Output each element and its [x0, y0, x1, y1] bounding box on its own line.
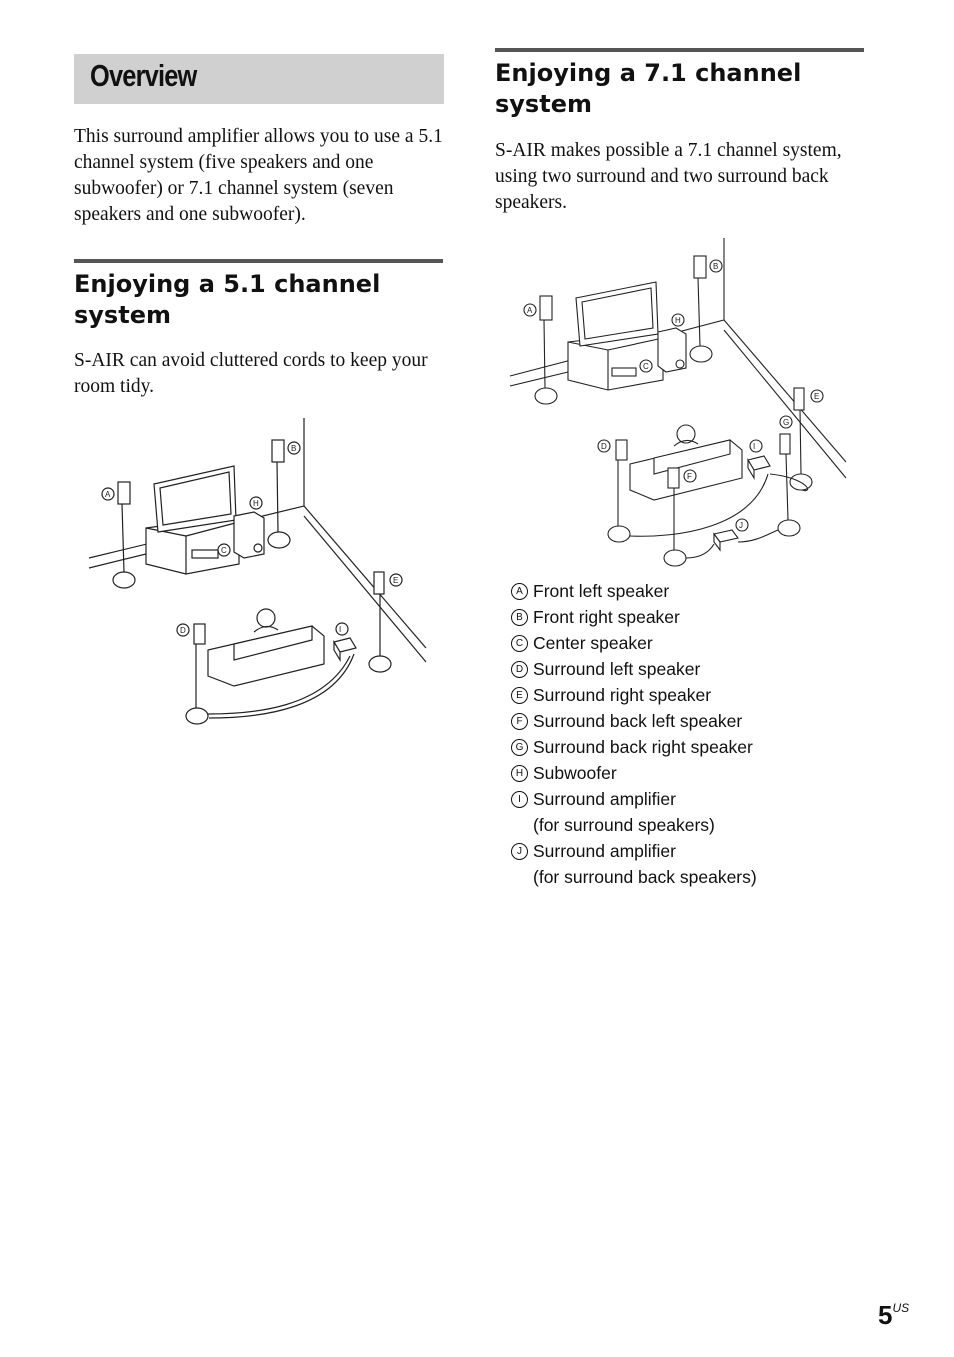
svg-text:C: C — [221, 546, 227, 555]
legend-item-j: J Surround amplifier (for surround back … — [511, 838, 831, 890]
speaker-b: B — [267, 439, 301, 549]
legend-mark: E — [511, 687, 528, 704]
speaker-a: A — [523, 295, 558, 405]
legend-label: Surround left speaker — [533, 659, 701, 679]
overview-header-box — [74, 54, 444, 104]
amplifier-i: I — [207, 622, 357, 719]
section-51-heading: Enjoying a 5.1 channel system — [74, 270, 381, 329]
legend-mark: C — [511, 635, 528, 652]
diagram-7-1-channel: A B C H E G D F I — [509, 238, 847, 567]
legend-mark: J — [511, 843, 528, 860]
legend-mark: I — [511, 791, 528, 808]
legend-label: Surround back left speaker — [533, 711, 743, 731]
legend-item-h: H Subwoofer — [511, 760, 831, 786]
svg-text:E: E — [393, 576, 398, 585]
svg-text:G: G — [783, 418, 789, 427]
amplifier-j: J — [685, 518, 779, 559]
svg-text:H: H — [253, 499, 259, 508]
speaker-g: G — [777, 415, 801, 537]
legend-mark: H — [511, 765, 528, 782]
sofa-with-person — [207, 608, 325, 687]
legend-item-i: I Surround amplifier (for surround speak… — [511, 786, 831, 838]
tv-and-stand — [567, 281, 664, 391]
section-71-text: S-AIR makes possible a 7.1 channel syste… — [495, 140, 842, 213]
legend-item-g: G Surround back right speaker — [511, 734, 831, 760]
svg-text:I: I — [339, 625, 341, 634]
legend-item-c: C Center speaker — [511, 630, 831, 656]
section-71-heading: Enjoying a 7.1 channel system — [495, 59, 802, 118]
svg-text:B: B — [713, 262, 718, 271]
legend-label: Front right speaker — [533, 607, 680, 627]
subwoofer-h — [657, 327, 687, 373]
speaker-e: E — [368, 571, 403, 673]
svg-text:F: F — [687, 472, 692, 481]
legend-item-e: E Surround right speaker — [511, 682, 831, 708]
sofa-with-person — [629, 424, 743, 501]
svg-text:I: I — [753, 442, 755, 451]
legend-label: Front left speaker — [533, 581, 670, 601]
speaker-f: F — [663, 467, 697, 567]
svg-text:E: E — [814, 392, 819, 401]
svg-text:A: A — [105, 490, 111, 499]
legend-label: Surround right speaker — [533, 685, 712, 705]
legend-label: Surround amplifier (for surround speaker… — [533, 789, 715, 835]
marker-c — [217, 543, 231, 557]
wall-floor-edge-lower — [88, 553, 147, 569]
legend-mark: D — [511, 661, 528, 678]
section-51-text: S-AIR can avoid cluttered cords to keep … — [74, 350, 428, 397]
tv-and-stand — [145, 465, 240, 575]
legend-label: Subwoofer — [533, 763, 617, 783]
wall-floor-edge-right — [303, 515, 427, 663]
overview-text: This surround amplifier allows you to us… — [74, 126, 443, 225]
legend-item-d: D Surround left speaker — [511, 656, 831, 682]
svg-text:D: D — [180, 626, 186, 635]
legend-item-a: A Front left speaker — [511, 578, 831, 604]
wall-floor-edge-lower — [509, 371, 569, 387]
legend-mark: F — [511, 713, 528, 730]
section-51-rule — [74, 259, 443, 263]
speaker-legend: A Front left speaker B Front right speak… — [511, 578, 831, 890]
svg-text:C: C — [643, 362, 649, 371]
speaker-d: D — [176, 623, 209, 725]
legend-label: Center speaker — [533, 633, 653, 653]
page-number-suffix: US — [892, 1301, 910, 1315]
wall-floor-edge-right — [723, 329, 847, 479]
legend-label: Surround back right speaker — [533, 737, 753, 757]
svg-text:B: B — [291, 444, 296, 453]
svg-text:J: J — [739, 521, 743, 530]
legend-mark: A — [511, 583, 528, 600]
marker-c — [639, 359, 653, 373]
section-71-rule — [495, 48, 864, 52]
diagram-5-1-channel: A B C H E D I — [88, 418, 427, 725]
speaker-e: E — [789, 387, 824, 491]
speaker-a: A — [101, 481, 136, 589]
marker-h — [249, 496, 263, 510]
svg-text:H: H — [675, 316, 681, 325]
page-number: 5US — [878, 1300, 909, 1331]
amplifier-i: I — [629, 439, 809, 537]
svg-text:D: D — [601, 442, 607, 451]
svg-text:A: A — [527, 306, 533, 315]
speaker-d: D — [597, 439, 631, 543]
legend-label: Surround amplifier (for surround back sp… — [533, 841, 757, 887]
legend-mark: G — [511, 739, 528, 756]
page-number-value: 5 — [878, 1300, 893, 1330]
marker-h — [671, 313, 685, 327]
subwoofer-h — [233, 511, 265, 559]
legend-mark: B — [511, 609, 528, 626]
legend-item-f: F Surround back left speaker — [511, 708, 831, 734]
overview-title: Overview — [90, 58, 197, 93]
legend-item-b: B Front right speaker — [511, 604, 831, 630]
speaker-b: B — [689, 255, 723, 363]
